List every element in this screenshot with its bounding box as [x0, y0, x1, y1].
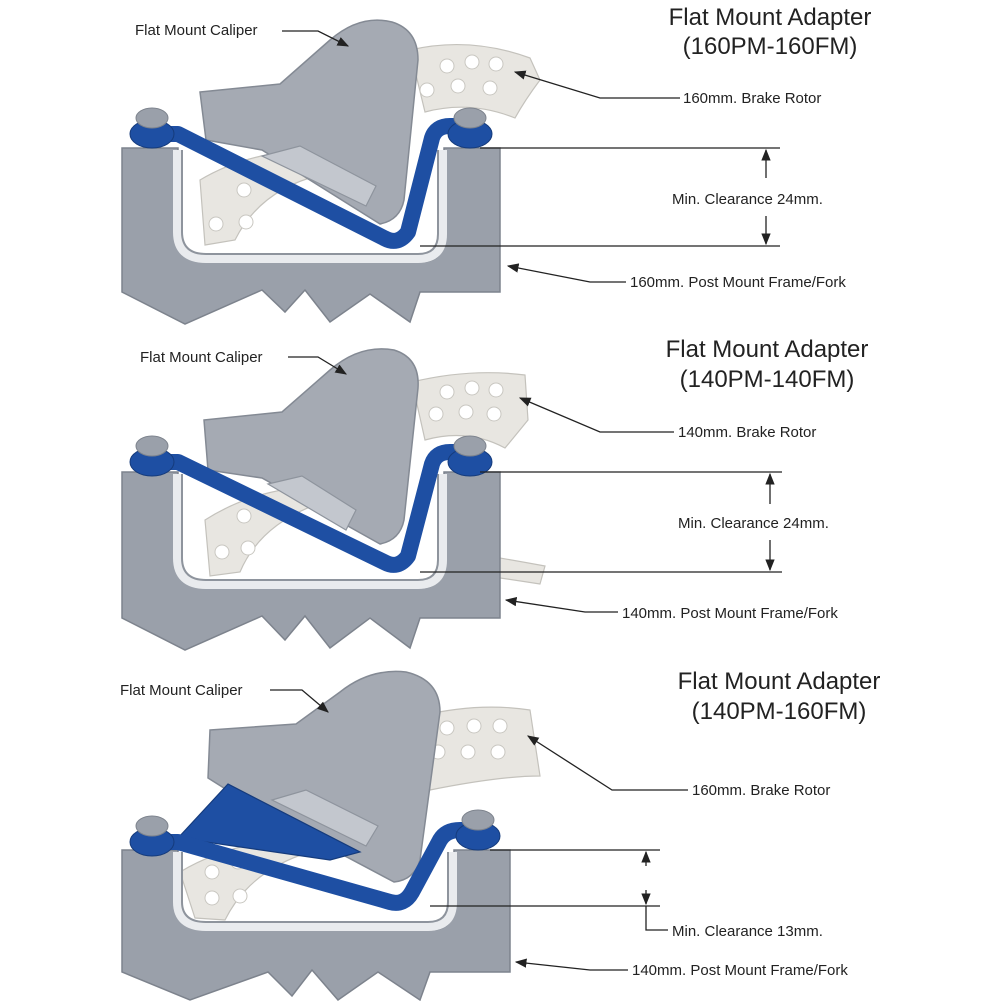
caliper-label: Flat Mount Caliper: [135, 22, 258, 39]
panel-140pm-160fm: Flat Mount Adapter (140PM-160FM) Flat Mo…: [120, 668, 881, 1001]
post-mount-frame: [121, 471, 501, 651]
frame-label: 160mm. Post Mount Frame/Fork: [630, 274, 846, 291]
post-mount-frame: [121, 849, 511, 1001]
panel-160pm-160fm: Flat Mount Adapter (160PM-160FM) Flat Mo…: [121, 4, 872, 325]
post-mount-frame: [121, 147, 501, 325]
clearance-label: Min. Clearance 24mm.: [678, 515, 829, 532]
flat-mount-caliper: [199, 19, 419, 225]
flat-mount-caliper: [203, 348, 419, 545]
rotor-label: 140mm. Brake Rotor: [678, 424, 816, 441]
panel-subtitle: (140PM-140FM): [680, 366, 855, 393]
adapter-bracket: [129, 107, 493, 249]
clearance-label: Min. Clearance 24mm.: [672, 191, 823, 208]
clearance-label: Min. Clearance 13mm.: [672, 923, 823, 940]
rotor-label: 160mm. Brake Rotor: [683, 90, 821, 107]
flat-mount-caliper: [207, 670, 441, 883]
panel-title: Flat Mount Adapter: [666, 336, 869, 363]
adapter-bracket: [129, 783, 501, 911]
adapter-bracket: [129, 435, 493, 573]
brake-rotor: [199, 43, 541, 246]
caliper-label: Flat Mount Caliper: [120, 682, 243, 699]
panel-title: Flat Mount Adapter: [678, 668, 881, 695]
caliper-label: Flat Mount Caliper: [140, 349, 263, 366]
rotor-label: 160mm. Brake Rotor: [692, 782, 830, 799]
frame-label: 140mm. Post Mount Frame/Fork: [622, 605, 838, 622]
brake-rotor: [179, 706, 541, 921]
panel-title: Flat Mount Adapter: [669, 4, 872, 31]
frame-label: 140mm. Post Mount Frame/Fork: [632, 962, 848, 979]
panel-140pm-140fm: Flat Mount Adapter (140PM-140FM) Flat Mo…: [121, 336, 869, 651]
panel-subtitle: (140PM-160FM): [692, 698, 867, 725]
panel-subtitle: (160PM-160FM): [683, 33, 858, 60]
